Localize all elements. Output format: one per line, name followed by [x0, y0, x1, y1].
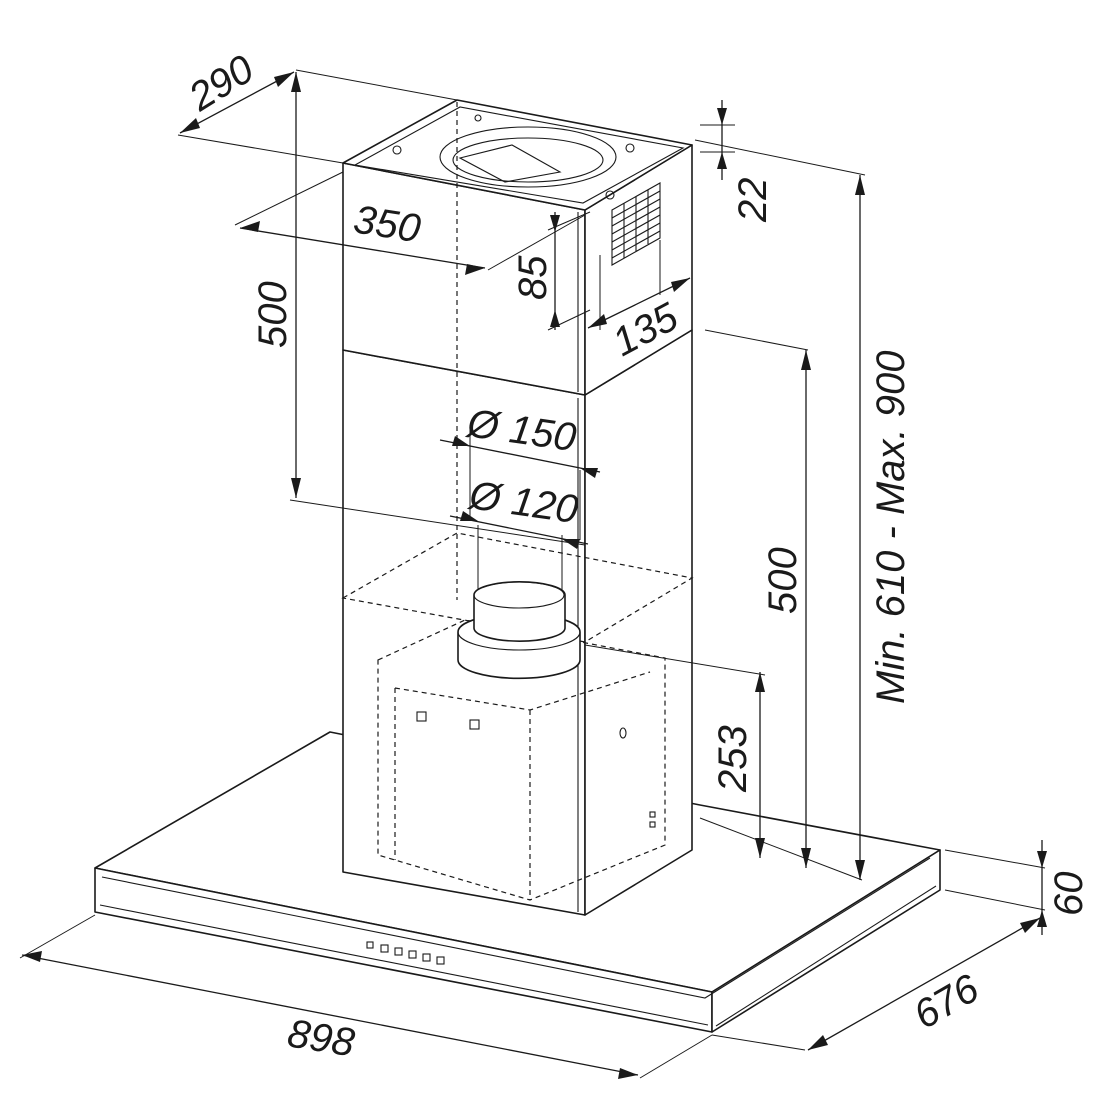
label-500-lower: 500 — [761, 547, 805, 614]
mount-hole-icon — [474, 114, 482, 122]
mount-hole-icon — [392, 145, 402, 155]
dimension-lines — [21, 71, 1047, 1079]
chimney-lower-side — [584, 329, 693, 916]
label-22: 22 — [731, 178, 775, 224]
label-253: 253 — [711, 725, 755, 793]
motor-housing-outline — [377, 619, 666, 901]
connector-icon — [469, 719, 480, 730]
outlet-collar-upper — [473, 581, 566, 642]
chimney-top-inner-rim — [354, 106, 685, 204]
mount-hole-icon — [625, 143, 635, 153]
connector-icon — [416, 711, 427, 722]
cable-hole-icon — [619, 727, 627, 739]
top-outlet-ring — [439, 126, 617, 188]
control-button-icon — [366, 941, 374, 949]
canopy-lower-lip — [99, 904, 709, 1026]
dim-line-350 — [239, 227, 486, 269]
label-676: 676 — [907, 966, 987, 1038]
label-350: 350 — [351, 197, 424, 251]
outlet-collar-upper-rim — [473, 581, 565, 609]
dim-line-676 — [807, 917, 1041, 1051]
label-85: 85 — [511, 255, 555, 300]
label-total-height: Min. 610 - Max. 900 — [869, 351, 913, 705]
dim-line-898 — [21, 954, 639, 1076]
label-60: 60 — [1047, 872, 1091, 917]
control-button-icon — [394, 947, 403, 956]
connector-icon — [649, 811, 656, 818]
mount-hole-icon — [605, 190, 615, 200]
top-outlet-inner — [452, 137, 604, 183]
dim-line-290 — [179, 71, 295, 134]
top-outlet-flap — [458, 144, 562, 183]
control-button-icon — [408, 950, 417, 959]
control-button-icon — [380, 944, 389, 953]
control-button-icon — [436, 956, 445, 965]
chimney-top-face — [342, 99, 693, 211]
canopy-lower-lip-side — [715, 885, 937, 1027]
label-290: 290 — [181, 47, 262, 120]
control-buttons — [366, 941, 445, 965]
chimney — [341, 99, 694, 916]
motor-housing — [377, 581, 666, 901]
control-button-icon — [422, 953, 431, 962]
connector-icon — [649, 821, 656, 828]
label-898: 898 — [285, 1011, 359, 1065]
label-500-upper: 500 — [251, 281, 295, 348]
canopy-side-face — [711, 849, 941, 1033]
vent-grille — [611, 182, 661, 266]
canopy-top-edge-inner — [101, 857, 931, 999]
